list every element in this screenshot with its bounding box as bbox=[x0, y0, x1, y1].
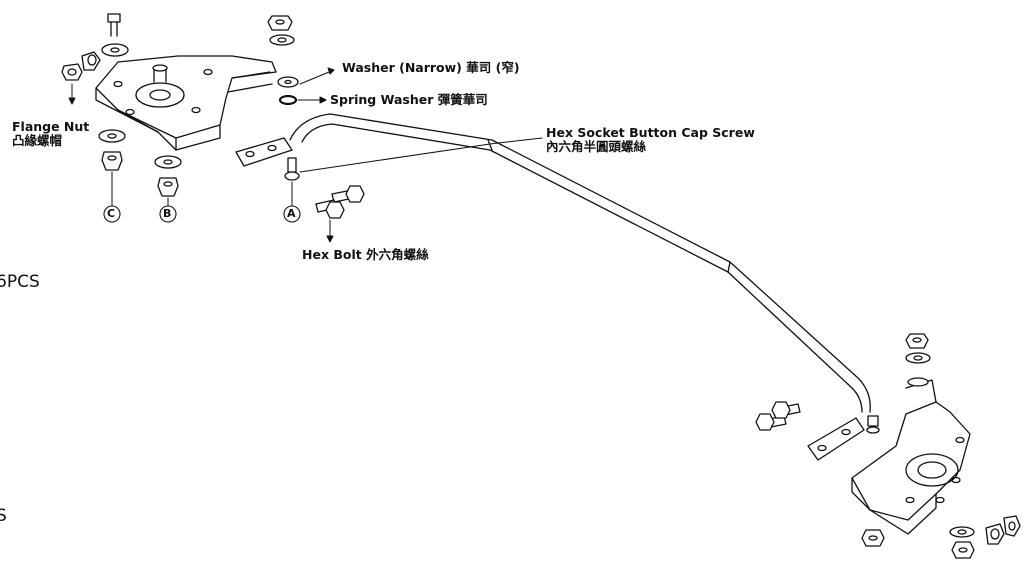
right-nut-stack bbox=[905, 333, 931, 364]
left-top-screw bbox=[107, 13, 121, 37]
hex-bolts-left bbox=[315, 185, 365, 219]
callout-circles bbox=[103, 205, 301, 223]
flange-nut-label: Flange Nut bbox=[12, 119, 90, 134]
left-bracket bbox=[95, 55, 277, 151]
callout-a-label: A bbox=[287, 207, 296, 220]
washer-narrow-label: Washer (Narrow) 華司 (窄) bbox=[342, 60, 520, 75]
callout-c-circle bbox=[103, 205, 121, 223]
hex-socket-screw-label: Hex Socket Button Cap Screw bbox=[546, 125, 755, 140]
callout-a-circle bbox=[283, 205, 301, 223]
spring-washer-label: Spring Washer 彈簧華司 bbox=[330, 92, 488, 107]
right-bottom-hardware bbox=[861, 515, 1021, 559]
callout-b-circle bbox=[159, 205, 177, 223]
button-cap-screw bbox=[284, 157, 300, 181]
leader-lines bbox=[68, 67, 543, 243]
lower-left-hardware bbox=[98, 129, 182, 197]
pcs-edge-text: 6PCS bbox=[0, 272, 40, 292]
hex-bolt-label: Hex Bolt 外六角螺絲 bbox=[302, 247, 429, 262]
right-bracket bbox=[851, 377, 971, 535]
hex-socket-screw-label-zh: 內六角半圓頭螺絲 bbox=[546, 139, 647, 154]
strut-bar bbox=[235, 113, 871, 461]
callout-c-label: C bbox=[107, 207, 116, 220]
callout-b-label: B bbox=[163, 207, 172, 220]
flange-nut-label-zh: 凸緣螺帽 bbox=[12, 133, 63, 148]
left-top-washer bbox=[101, 43, 129, 57]
left-nut-stack bbox=[267, 15, 299, 106]
hex-bolts-right bbox=[755, 401, 880, 434]
flange-nut-left bbox=[61, 51, 101, 81]
s-edge-text: S bbox=[0, 506, 7, 526]
